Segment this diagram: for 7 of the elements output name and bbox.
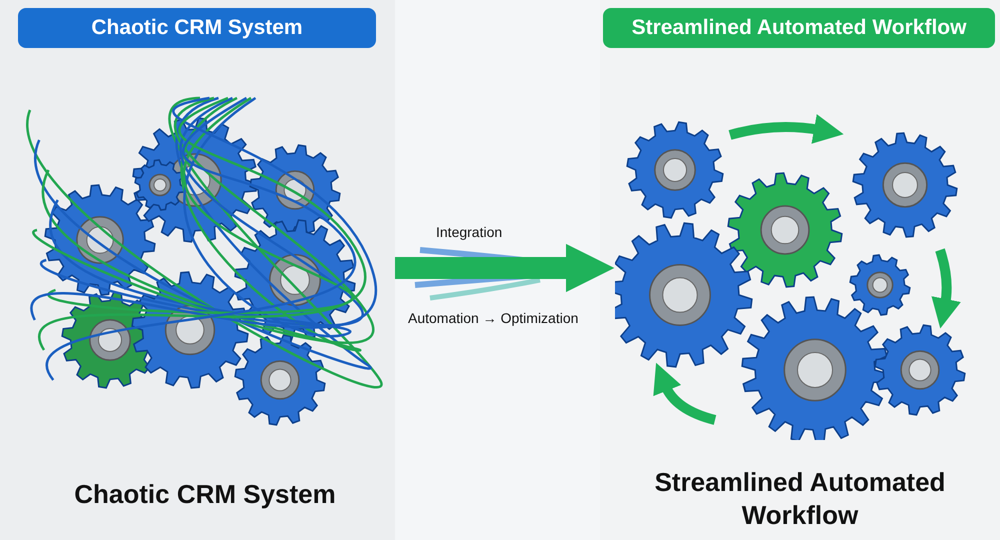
flow-label: Automation → Optimization — [408, 310, 578, 326]
flow-label: Integration — [436, 224, 502, 240]
node-label: Chaotic CRM System — [73, 478, 337, 510]
node-label: Streamlined Automated Workflow — [654, 466, 946, 531]
title-banner: Chaotic CRM System — [18, 8, 376, 48]
flow-arrow — [395, 244, 614, 292]
title-banner: Streamlined Automated Workflow — [603, 8, 995, 48]
